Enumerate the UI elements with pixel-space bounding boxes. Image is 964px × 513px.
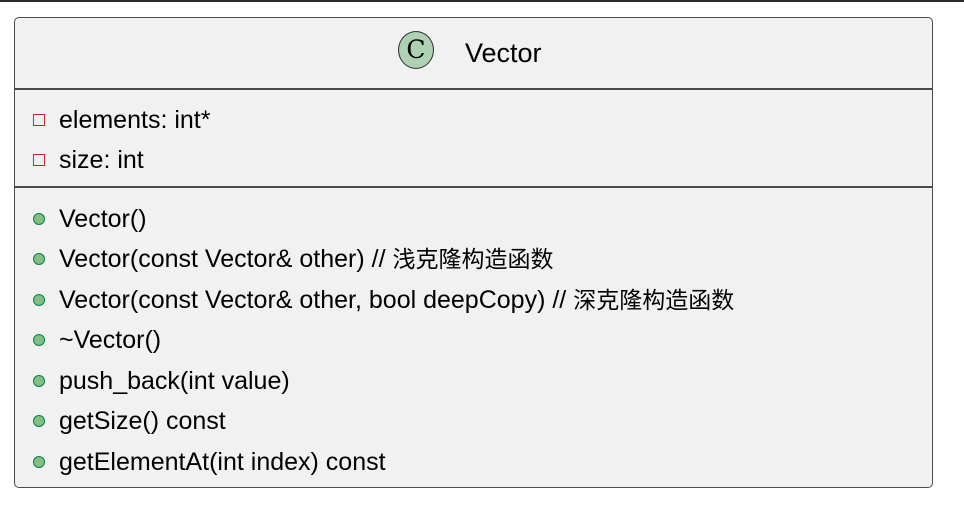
public-visibility-circle-icon <box>33 253 45 265</box>
method-row: getSize() const <box>15 403 932 439</box>
class-stereotype-circle-icon: C <box>398 31 434 69</box>
method-comment: 深克隆构造函数 <box>573 288 735 314</box>
top-border-line <box>0 0 964 2</box>
method-row: Vector(const Vector& other, bool deepCop… <box>15 282 932 318</box>
method-signature: getSize() const <box>59 407 226 435</box>
public-visibility-circle-icon <box>33 294 45 306</box>
field-text: elements: int* <box>59 106 211 134</box>
private-visibility-square-icon <box>33 154 45 166</box>
uml-class-box: C Vector elements: int* size: int Vector… <box>14 17 933 488</box>
method-row: Vector(const Vector& other) // 浅克隆构造函数 <box>15 241 932 277</box>
public-visibility-circle-icon <box>33 334 45 346</box>
method-row: ~Vector() <box>15 322 932 358</box>
public-visibility-circle-icon <box>33 456 45 468</box>
method-signature: push_back(int value) <box>59 367 290 395</box>
class-header: C Vector <box>15 18 932 88</box>
method-signature: Vector(const Vector& other, bool deepCop… <box>59 286 574 314</box>
method-row: push_back(int value) <box>15 363 932 399</box>
private-visibility-square-icon <box>33 114 45 126</box>
public-visibility-circle-icon <box>33 375 45 387</box>
method-signature: Vector() <box>59 205 147 233</box>
class-name: Vector <box>465 38 542 68</box>
field-row: size: int <box>15 142 932 178</box>
field-text: size: int <box>59 146 144 174</box>
public-visibility-circle-icon <box>33 213 45 225</box>
stereotype-letter: C <box>406 35 426 64</box>
header-divider <box>15 88 932 90</box>
method-row: Vector() <box>15 201 932 237</box>
public-visibility-circle-icon <box>33 415 45 427</box>
field-row: elements: int* <box>15 102 932 138</box>
method-row: getElementAt(int index) const <box>15 444 932 480</box>
method-signature: ~Vector() <box>59 326 162 354</box>
fields-methods-divider <box>15 186 932 188</box>
method-comment: 浅克隆构造函数 <box>392 247 554 273</box>
method-signature: Vector(const Vector& other) // <box>59 245 393 273</box>
method-signature: getElementAt(int index) const <box>59 448 386 476</box>
